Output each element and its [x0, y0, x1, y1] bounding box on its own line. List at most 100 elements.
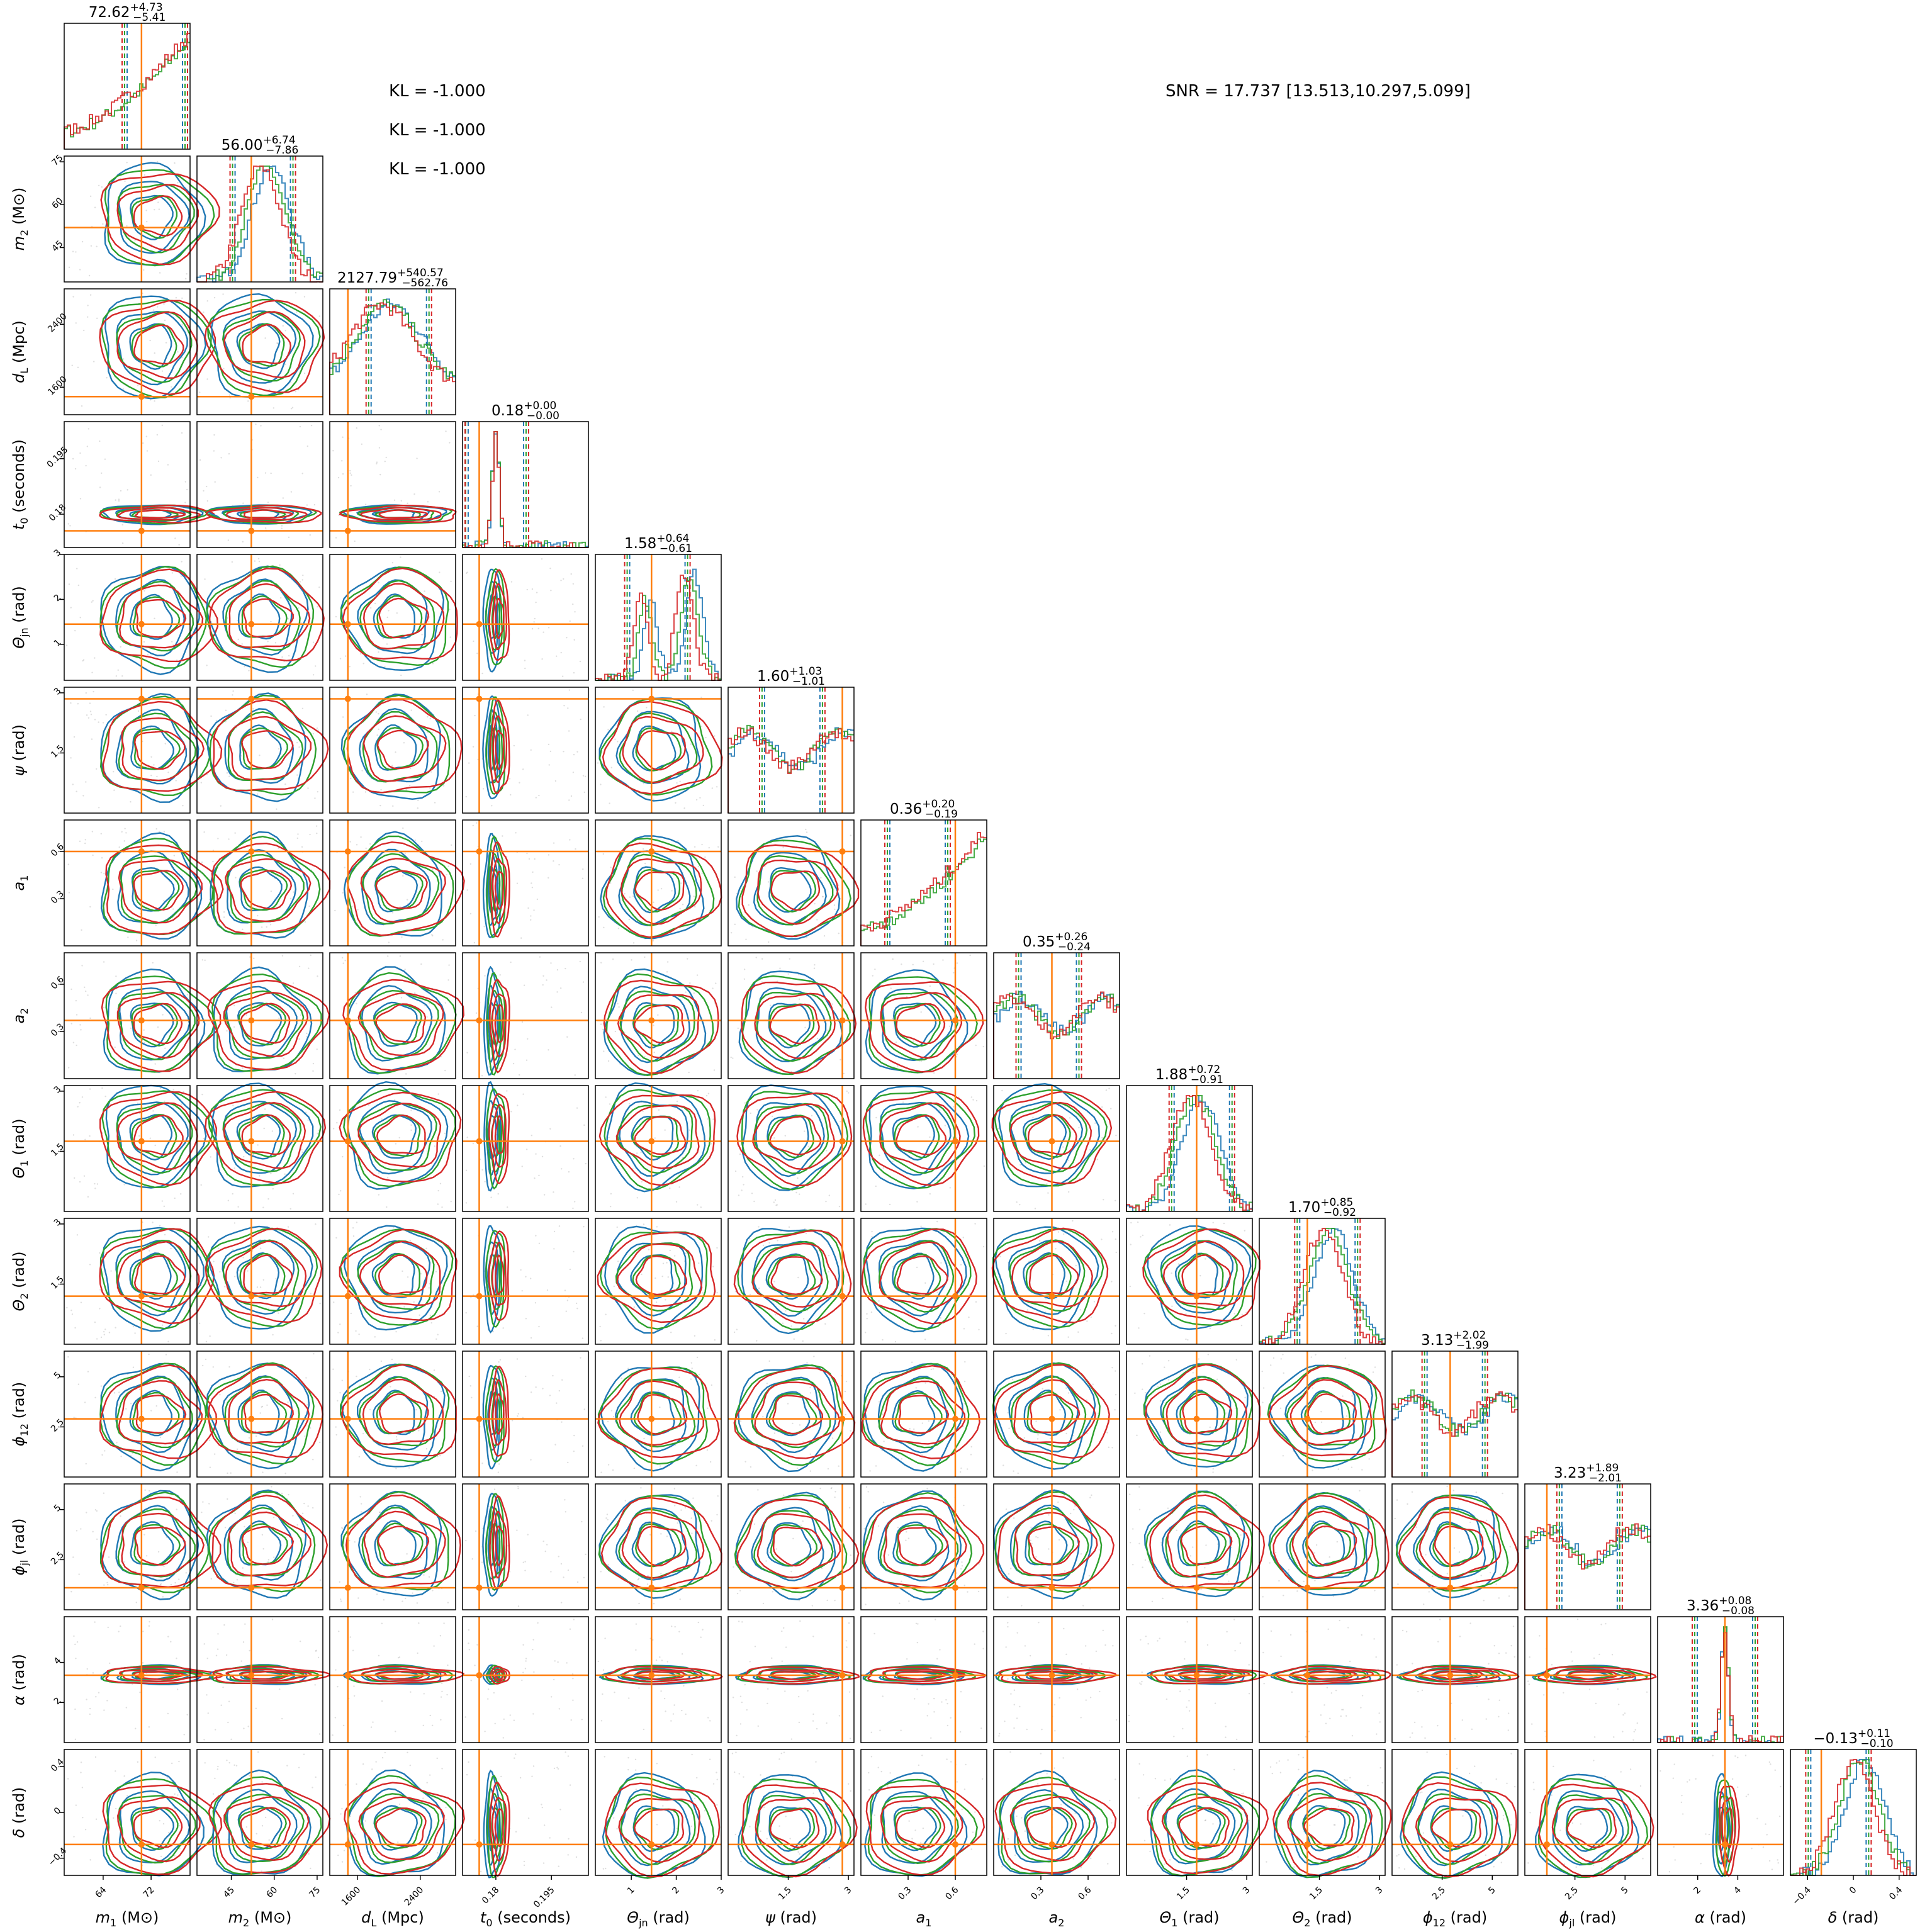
- sample-point: [1223, 1222, 1225, 1225]
- sample-point: [781, 1660, 783, 1662]
- sample-point: [134, 1332, 136, 1334]
- sample-point: [120, 646, 121, 648]
- contour-2-0: [339, 504, 457, 524]
- sample-point: [101, 1454, 103, 1456]
- contour-1-0: [209, 694, 317, 795]
- sample-point: [362, 1269, 364, 1271]
- contour-1-0: [99, 1491, 210, 1593]
- contour-2-0: [600, 1497, 722, 1590]
- sample-point: [361, 1511, 362, 1513]
- sample-point: [79, 269, 81, 271]
- sample-point: [1025, 1162, 1026, 1164]
- sample-point: [1498, 1597, 1500, 1599]
- sample-point: [1274, 1551, 1277, 1554]
- sample-point: [476, 653, 478, 654]
- sample-point: [691, 1368, 693, 1369]
- sample-point: [826, 1599, 828, 1602]
- sample-point: [242, 1641, 245, 1643]
- sample-point: [117, 669, 119, 671]
- sample-point: [753, 1523, 756, 1525]
- sample-point: [928, 1703, 929, 1705]
- sample-point: [1212, 1222, 1214, 1224]
- contour-1-0: [105, 975, 216, 1073]
- sample-point: [749, 1661, 751, 1663]
- sample-point: [206, 665, 208, 666]
- sample-point: [312, 1062, 315, 1065]
- truth-point: [648, 1138, 655, 1145]
- sample-point: [554, 1444, 556, 1446]
- sample-point: [397, 1841, 399, 1843]
- sample-point: [548, 854, 550, 856]
- sample-point: [375, 711, 378, 713]
- sample-point: [231, 561, 233, 563]
- sample-point: [882, 1413, 884, 1415]
- y-tick-label: 2.5: [49, 1417, 66, 1434]
- sample-point: [213, 450, 215, 452]
- sample-point: [386, 616, 388, 619]
- sample-point: [887, 1785, 889, 1787]
- sample-point: [1403, 1671, 1405, 1673]
- contour-2-2: [634, 1116, 687, 1155]
- sample-point: [665, 1299, 666, 1301]
- sample-point: [897, 1128, 900, 1130]
- sample-point: [1381, 1782, 1383, 1783]
- contour-panel-3-1: [196, 421, 323, 548]
- contour-2-0: [741, 981, 857, 1074]
- sample-point: [451, 844, 452, 846]
- contour-0-0: [343, 831, 442, 937]
- sample-point: [744, 1683, 746, 1686]
- panel-frame: [196, 1749, 323, 1876]
- sample-point: [93, 361, 95, 362]
- sample-point: [468, 1649, 470, 1651]
- sample-point: [252, 1153, 254, 1155]
- sample-point: [845, 1380, 848, 1383]
- sample-point: [667, 1276, 669, 1278]
- sample-point: [955, 1056, 958, 1058]
- sample-point: [738, 1773, 740, 1775]
- sample-point: [154, 617, 155, 619]
- sample-point: [159, 1819, 160, 1822]
- sample-point: [1330, 1692, 1333, 1694]
- contour-2-2: [134, 509, 186, 519]
- contour-0-1: [116, 1101, 189, 1176]
- contour-2-0: [733, 1367, 856, 1459]
- sample-point: [1310, 1356, 1312, 1358]
- sample-point: [1111, 1447, 1113, 1449]
- sample-point: [1094, 1122, 1096, 1124]
- sample-point: [1379, 1766, 1381, 1769]
- sample-point: [500, 1775, 502, 1778]
- sample-point: [468, 1643, 469, 1644]
- sample-point: [468, 1761, 469, 1763]
- truth-point: [952, 1415, 958, 1422]
- sample-point: [440, 1719, 442, 1721]
- sample-point: [76, 1014, 78, 1016]
- sample-point: [345, 1784, 347, 1786]
- sample-point: [666, 1536, 668, 1537]
- sample-point: [665, 1710, 666, 1712]
- sample-point: [887, 1554, 890, 1556]
- sample-point: [1192, 1372, 1194, 1374]
- contour-panel-5-3: [462, 687, 589, 814]
- sample-point: [762, 1244, 765, 1247]
- sample-point: [82, 659, 85, 661]
- contour-1-2: [376, 1522, 424, 1567]
- sample-point: [732, 1697, 734, 1699]
- sample-point: [1138, 1508, 1141, 1510]
- sample-point: [701, 872, 703, 875]
- contour-2-2: [378, 1393, 429, 1435]
- sample-point: [400, 556, 402, 558]
- sample-point: [86, 714, 88, 716]
- sample-point: [309, 833, 311, 836]
- sample-point: [89, 1017, 91, 1019]
- panel-frame: [727, 819, 855, 946]
- contour-1-1: [878, 1377, 957, 1449]
- sample-point: [805, 1232, 807, 1235]
- sample-point: [372, 1721, 374, 1723]
- sample-point: [89, 294, 92, 296]
- x-tick-label: 3: [1241, 1885, 1252, 1896]
- sample-point: [733, 1566, 734, 1568]
- contour-2-1: [223, 1796, 310, 1862]
- sample-point: [94, 657, 96, 659]
- sample-point: [439, 1182, 442, 1184]
- sample-point: [115, 1770, 116, 1772]
